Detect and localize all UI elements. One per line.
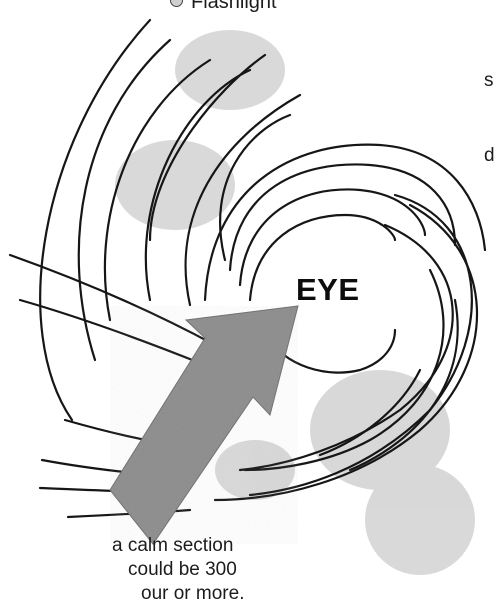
caption-line: a calm section [112, 536, 233, 555]
flashlight-list-item: Flashlight [170, 0, 277, 14]
eye-label: EYE [296, 272, 360, 308]
flashlight-bullet-icon [170, 0, 183, 7]
spiral-line [240, 189, 425, 285]
caption-line: our or more. [141, 584, 244, 603]
text-fragment: s [484, 70, 494, 92]
spiral-line [20, 300, 205, 365]
arrow-icon [110, 306, 298, 544]
flashlight-label: Flashlight [191, 0, 277, 13]
text-fragment: d [484, 145, 495, 167]
caption-line: could be 300 [128, 560, 237, 579]
